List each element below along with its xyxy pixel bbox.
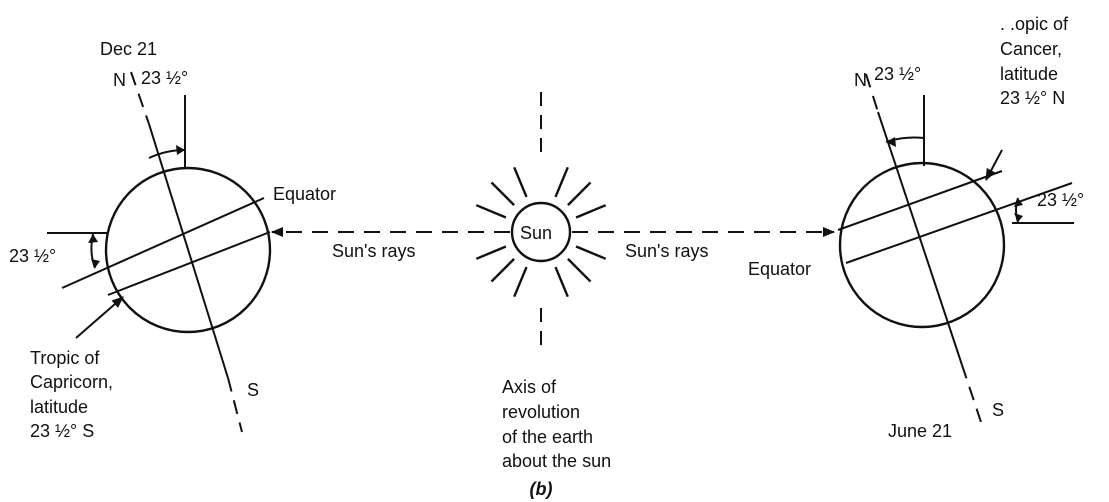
june-equator-label: Equator [748,259,811,279]
earth-june-equator-2 [845,182,1073,264]
earth-dec-axis-solid [148,123,229,379]
cancer-line-4: 23 ½° N [1000,88,1065,108]
sun-ray-line [567,181,592,206]
earth-dec-axis-dash-bottom [227,377,243,433]
axis-line-2: revolution [502,402,580,422]
sun-ray-line [475,245,507,260]
capricorn-line-1: Tropic of [30,348,100,368]
cancer-line-1: . .opic of [1000,14,1069,34]
june-date-label: June 21 [888,421,952,441]
earth-dec-21 [47,71,272,433]
june-north-label: N [854,70,867,90]
june-south-label: S [992,400,1004,420]
earth-june-axis-dash-top [865,73,879,113]
sun-ray-line [567,258,592,283]
earth-dec-circle [104,166,272,334]
earth-dec-equator-1 [61,197,265,289]
sun-ray-line [554,266,569,298]
axis-line-1: Axis of [502,377,557,397]
axis-line-4: about the sun [502,451,611,471]
earth-dec-axis-dash-top [130,71,150,125]
sun-ray-line [490,181,515,206]
capricorn-line-2: Capricorn, [30,372,113,392]
sun-ray-line [475,204,507,219]
axis-line-3: of the earth [502,427,593,447]
cancer-line-3: latitude [1000,64,1058,84]
earth-dec-tropic-arrow [75,296,124,339]
sun-rays-left-label: Sun's rays [332,241,415,261]
june-angle-top-label: 23 ½° [874,64,921,84]
sun [475,92,607,352]
sun-ray-line [513,166,528,198]
earth-june-circle [838,161,1006,329]
sun-rays-burst [475,166,607,298]
sun-ray-line [513,266,528,298]
dec-equator-label: Equator [273,184,336,204]
earth-june-axis-dash-bottom [961,364,983,426]
sun-ray-line [490,258,515,283]
dec-north-label: N [113,70,126,90]
june-angle-side-label: 23 ½° [1037,190,1084,210]
earth-dec-equator-2 [107,231,271,296]
sun-ray-line [575,245,607,260]
dec-angle-side-label: 23 ½° [9,246,56,266]
sun-circle [510,201,572,263]
sun-label: Sun [520,223,552,243]
earth-june-21 [837,73,1074,426]
earth-june-axis-solid [877,111,963,366]
dec-angle-top-label: 23 ½° [141,68,188,88]
earth-june-equator-1 [837,170,1003,231]
dec-date-label: Dec 21 [100,39,157,59]
earth-june-tropic-arrow [985,149,1003,181]
figure-caption: (b) [530,479,553,499]
capricorn-line-3: latitude [30,397,88,417]
sun-rays-right-label: Sun's rays [625,241,708,261]
capricorn-line-4: 23 ½° S [30,421,94,441]
dec-south-label: S [247,380,259,400]
sun-ray-line [575,204,607,219]
cancer-line-2: Cancer, [1000,39,1062,59]
sun-ray-line [554,166,569,198]
